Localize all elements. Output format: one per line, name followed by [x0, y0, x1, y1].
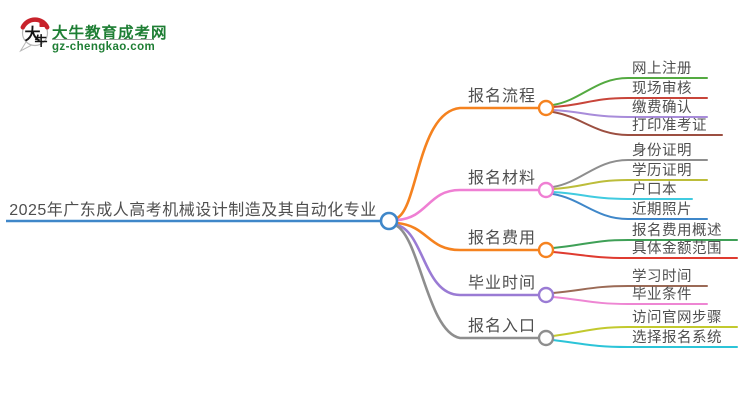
branch-label-registration-fee: 报名费用: [468, 230, 537, 247]
sub-label-identity-proof: 身份证明: [632, 143, 692, 159]
logo-site-url: gz-chengkao.com: [52, 41, 156, 53]
branch-curve-registration-entry: [395, 224, 541, 340]
sub-curve-online-registration: [552, 77, 708, 106]
root-topic-label: 2025年广东成人高考机械设计制造及其自动化专业: [9, 202, 377, 219]
sub-curve-onsite-review: [552, 97, 708, 108]
sub-label-education-proof: 学历证明: [632, 163, 692, 179]
sub-curve-fee-overview: [552, 239, 738, 249]
node-circle-registration-fee[interactable]: [537, 241, 555, 259]
logo-char-da: 大: [25, 25, 41, 44]
branch-curve-registration-fee: [395, 221, 541, 252]
sub-curve-payment-confirmation: [552, 109, 708, 118]
sub-label-payment-confirmation: 缴费确认: [632, 100, 692, 116]
node-circle-registration-process[interactable]: [537, 99, 555, 117]
sub-curve-print-admission-ticket: [552, 111, 723, 136]
sub-curve-education-proof: [552, 179, 708, 190]
sub-curve-recent-photo: [552, 193, 708, 220]
branch-label-graduation-time: 毕业时间: [468, 275, 537, 292]
sub-label-graduation-conditions: 毕业条件: [632, 287, 692, 303]
sub-curve-study-time: [552, 285, 708, 294]
branch-curve-registration-process: [395, 106, 541, 220]
branch-curve-registration-materials: [395, 188, 541, 222]
sub-curve-household-register: [552, 191, 693, 200]
branch-label-registration-materials: 报名材料: [468, 170, 537, 187]
logo-seal-icon: [39, 20, 45, 27]
node-circle-graduation-time[interactable]: [537, 286, 555, 304]
sub-label-website-steps: 访问官网步骤: [632, 310, 722, 326]
sub-label-print-admission-ticket: 打印准考证: [632, 118, 707, 134]
sub-curve-graduation-conditions: [552, 296, 708, 305]
sub-label-onsite-review: 现场审核: [632, 81, 692, 97]
sub-label-select-system: 选择报名系统: [632, 330, 722, 346]
sub-label-recent-photo: 近期照片: [632, 202, 692, 218]
sub-curve-amount-range: [552, 251, 738, 259]
logo-badge: 大 牛: [19, 17, 50, 53]
logo-site-name: 大牛教育成考网: [52, 25, 168, 42]
branch-label-registration-process: 报名流程: [468, 88, 537, 105]
node-circle-registration-materials[interactable]: [537, 181, 555, 199]
sub-label-household-register: 户口本: [632, 182, 677, 198]
sub-label-study-time: 学习时间: [632, 269, 692, 285]
sub-label-fee-overview: 报名费用概述: [632, 223, 722, 239]
logo-divider: [52, 39, 153, 40]
sub-label-amount-range: 具体金额范围: [632, 241, 722, 257]
logo-red-cap: [20, 17, 50, 30]
sub-label-online-registration: 网上注册: [632, 61, 692, 77]
root-node-circle[interactable]: [379, 211, 399, 231]
branch-label-registration-entry: 报名入口: [468, 318, 537, 335]
branch-curve-graduation-time: [395, 223, 541, 297]
node-circle-registration-entry[interactable]: [537, 329, 555, 347]
sub-curve-identity-proof: [552, 159, 708, 188]
sub-curve-website-steps: [552, 326, 738, 337]
sub-curve-select-system: [552, 339, 738, 348]
logo-char-niu: 牛: [35, 34, 48, 49]
